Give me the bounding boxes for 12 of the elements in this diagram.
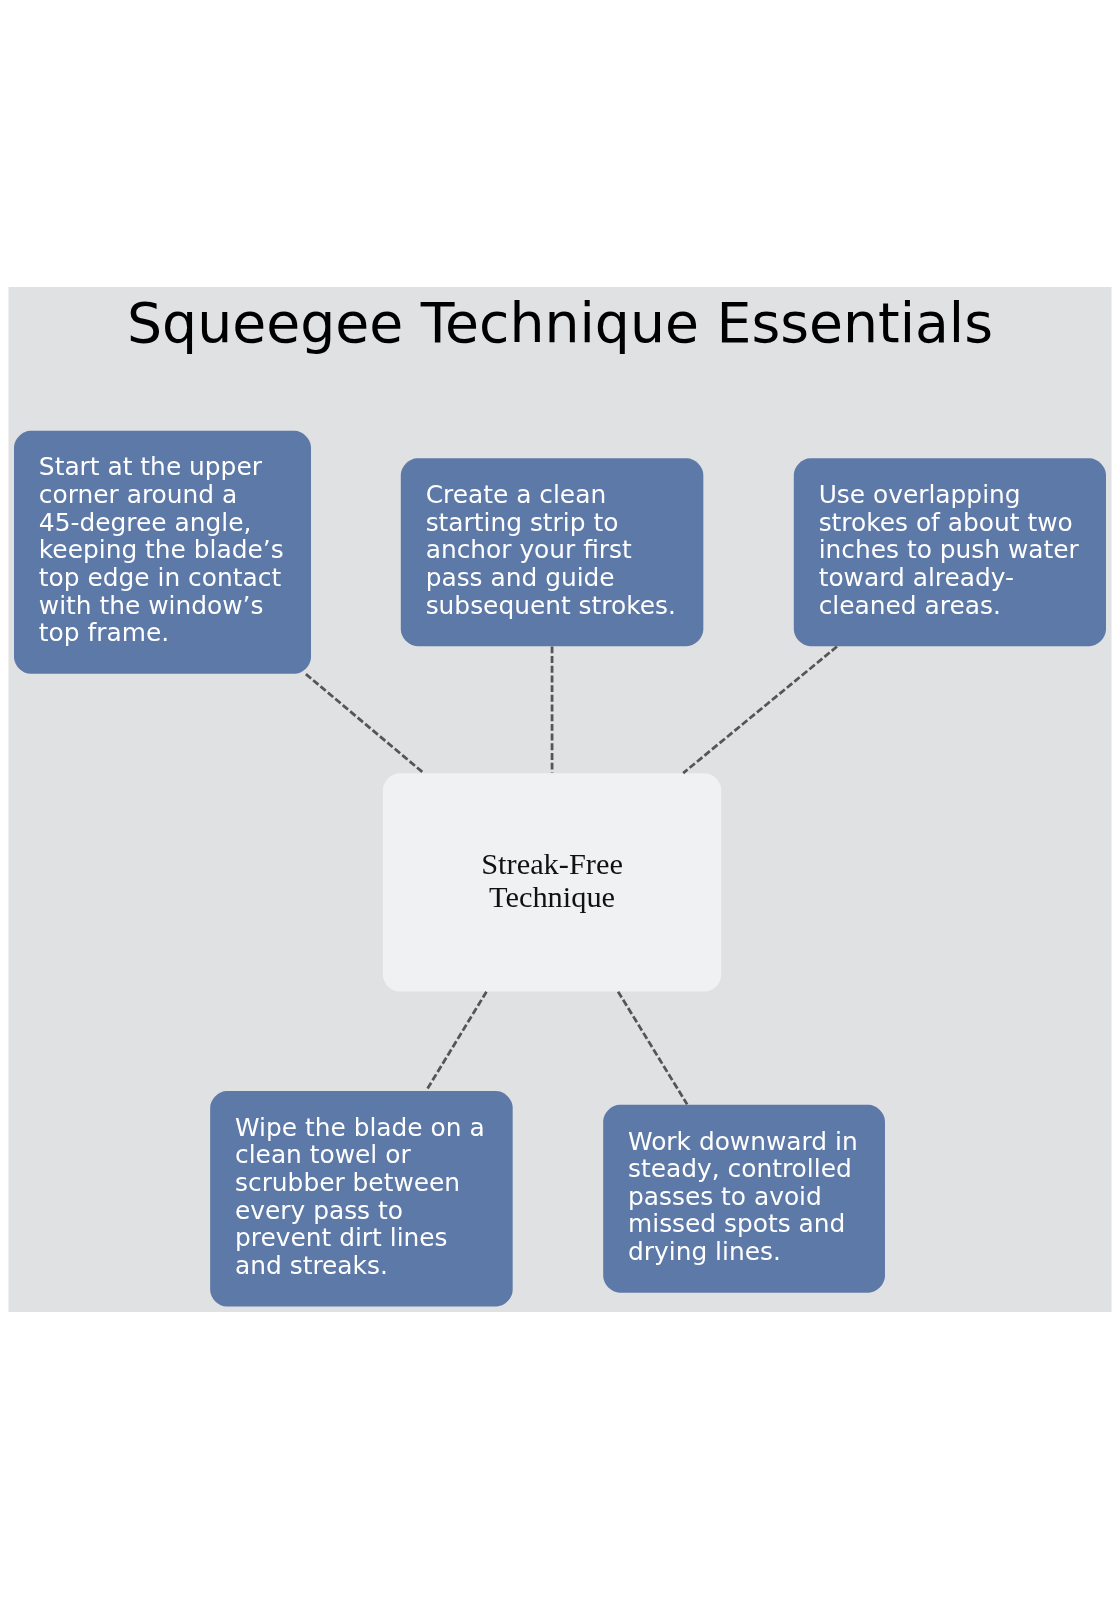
connector	[550, 646, 554, 773]
connector	[682, 645, 838, 774]
node-box: Start at the upper corner around a 45-degree angle, keeping the blade’s top edge in contact with the window’s top frame.	[14, 430, 311, 674]
connector	[616, 990, 689, 1105]
node-box: Wipe the blade on a clean towel or scrubber between every pass to prevent dirt lines and streaks.	[210, 1090, 513, 1306]
node-box: Streak-Free Technique	[382, 772, 722, 991]
node-box: Create a clean starting strip to anchor your first pass and guide subsequent strokes.	[400, 457, 704, 646]
connector	[425, 990, 488, 1092]
node-box: Use overlapping strokes of about two inches to push water toward already-cleaned areas.	[793, 457, 1106, 646]
node-box: Work downward in steady, controlled passes to avoid missed spots and drying lines.	[603, 1104, 885, 1293]
diagram-title: Squeegee Technique Essentials	[126, 290, 994, 355]
connector	[305, 672, 425, 774]
